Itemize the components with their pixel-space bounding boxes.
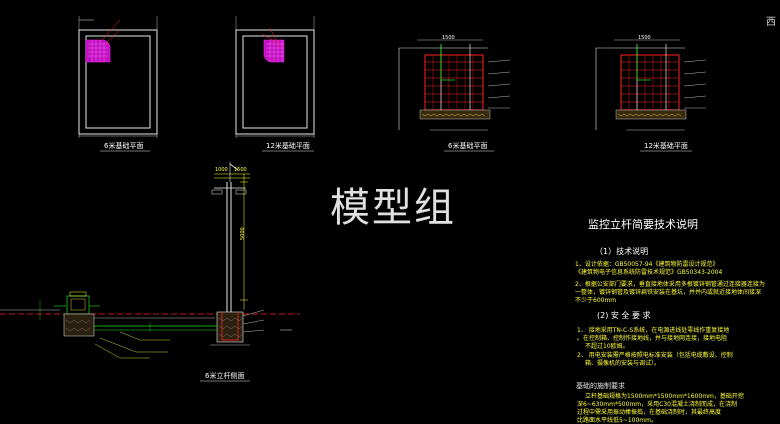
corner-glyph: 西	[766, 17, 776, 28]
notes-line: 《建筑物电子信息系统防雷技术规范》GB50343-2004	[575, 269, 723, 276]
section-12m	[595, 39, 707, 131]
notes-line: 2、 用电安装需严格按照电标准安装（包括电缆敷设、控制	[577, 352, 733, 359]
dim-top-2: 1500	[234, 167, 247, 173]
plan-caption-4: 12米基础平面	[644, 142, 688, 150]
watermark: 模型组	[330, 185, 456, 231]
plan-12m-left	[235, 16, 315, 138]
notes-line: 。在控制箱、控制作接地线，并与接地网连接，接地电阻	[577, 335, 728, 342]
notes-line: 不少于600mm	[575, 297, 617, 304]
pole-elevation	[0, 162, 300, 359]
dim-section-base-2: 1500	[638, 35, 651, 41]
notes-line: 一整体，镀锌钢管及镀锌扁铁安装在基坑，并并内或就近接地体间接深	[575, 289, 762, 296]
anchor-bolt-group-right	[263, 39, 285, 63]
notes-line: 2、根据公安部门要求，垂直接地体采用多根镀锌钢管通过连接器连接为	[575, 281, 765, 288]
anchor-bolt-group-left	[85, 39, 111, 63]
notes-title: 监控立杆简要技术说明	[588, 218, 698, 231]
plan-caption-1: 6米基础平面	[104, 142, 144, 150]
notes-line: 箱、摄像机的安装与调试）。	[585, 360, 661, 367]
notes-line: 1、设计依据：GB50057-94《建筑物防雷设计规范》	[575, 261, 719, 268]
notes-line: 立杆基础规格为1500mm*1500mm*1600mm，基础开挖	[585, 393, 744, 400]
plan-caption-2: 12米基础平面	[266, 142, 310, 150]
caption-underlines	[100, 150, 692, 382]
elevation-caption: 6米立杆侧面	[205, 372, 245, 380]
notes-line: 深6~630mm*500mm，采用C30混凝土浇制而成，在浇制	[577, 401, 737, 408]
notes-line: 1、 接地采用TN-C-S系统，在电源进线处零线作重复接地	[577, 327, 730, 334]
dim-pole-height: 5000	[240, 227, 246, 240]
notes-line: 比路面水平线低5~100mm。	[577, 417, 657, 424]
notes-section-2: (2) 安 全 要 求	[597, 311, 651, 320]
notes-line: 过程中需采用振动棒振捣，在基础浇制时，其最终高度	[577, 409, 722, 416]
section-6m	[398, 39, 511, 131]
notes-section-1: （1）技术说明	[595, 247, 649, 256]
notes-section-3: 基础的施制要求	[576, 382, 625, 390]
plan-caption-3: 6米基础平面	[448, 142, 488, 150]
plan-6m-left	[78, 16, 158, 138]
notes-line: 不超过10欧姆。	[585, 343, 629, 350]
dim-section-base-1: 1500	[442, 35, 455, 41]
dim-top-1: 1000	[215, 167, 228, 173]
